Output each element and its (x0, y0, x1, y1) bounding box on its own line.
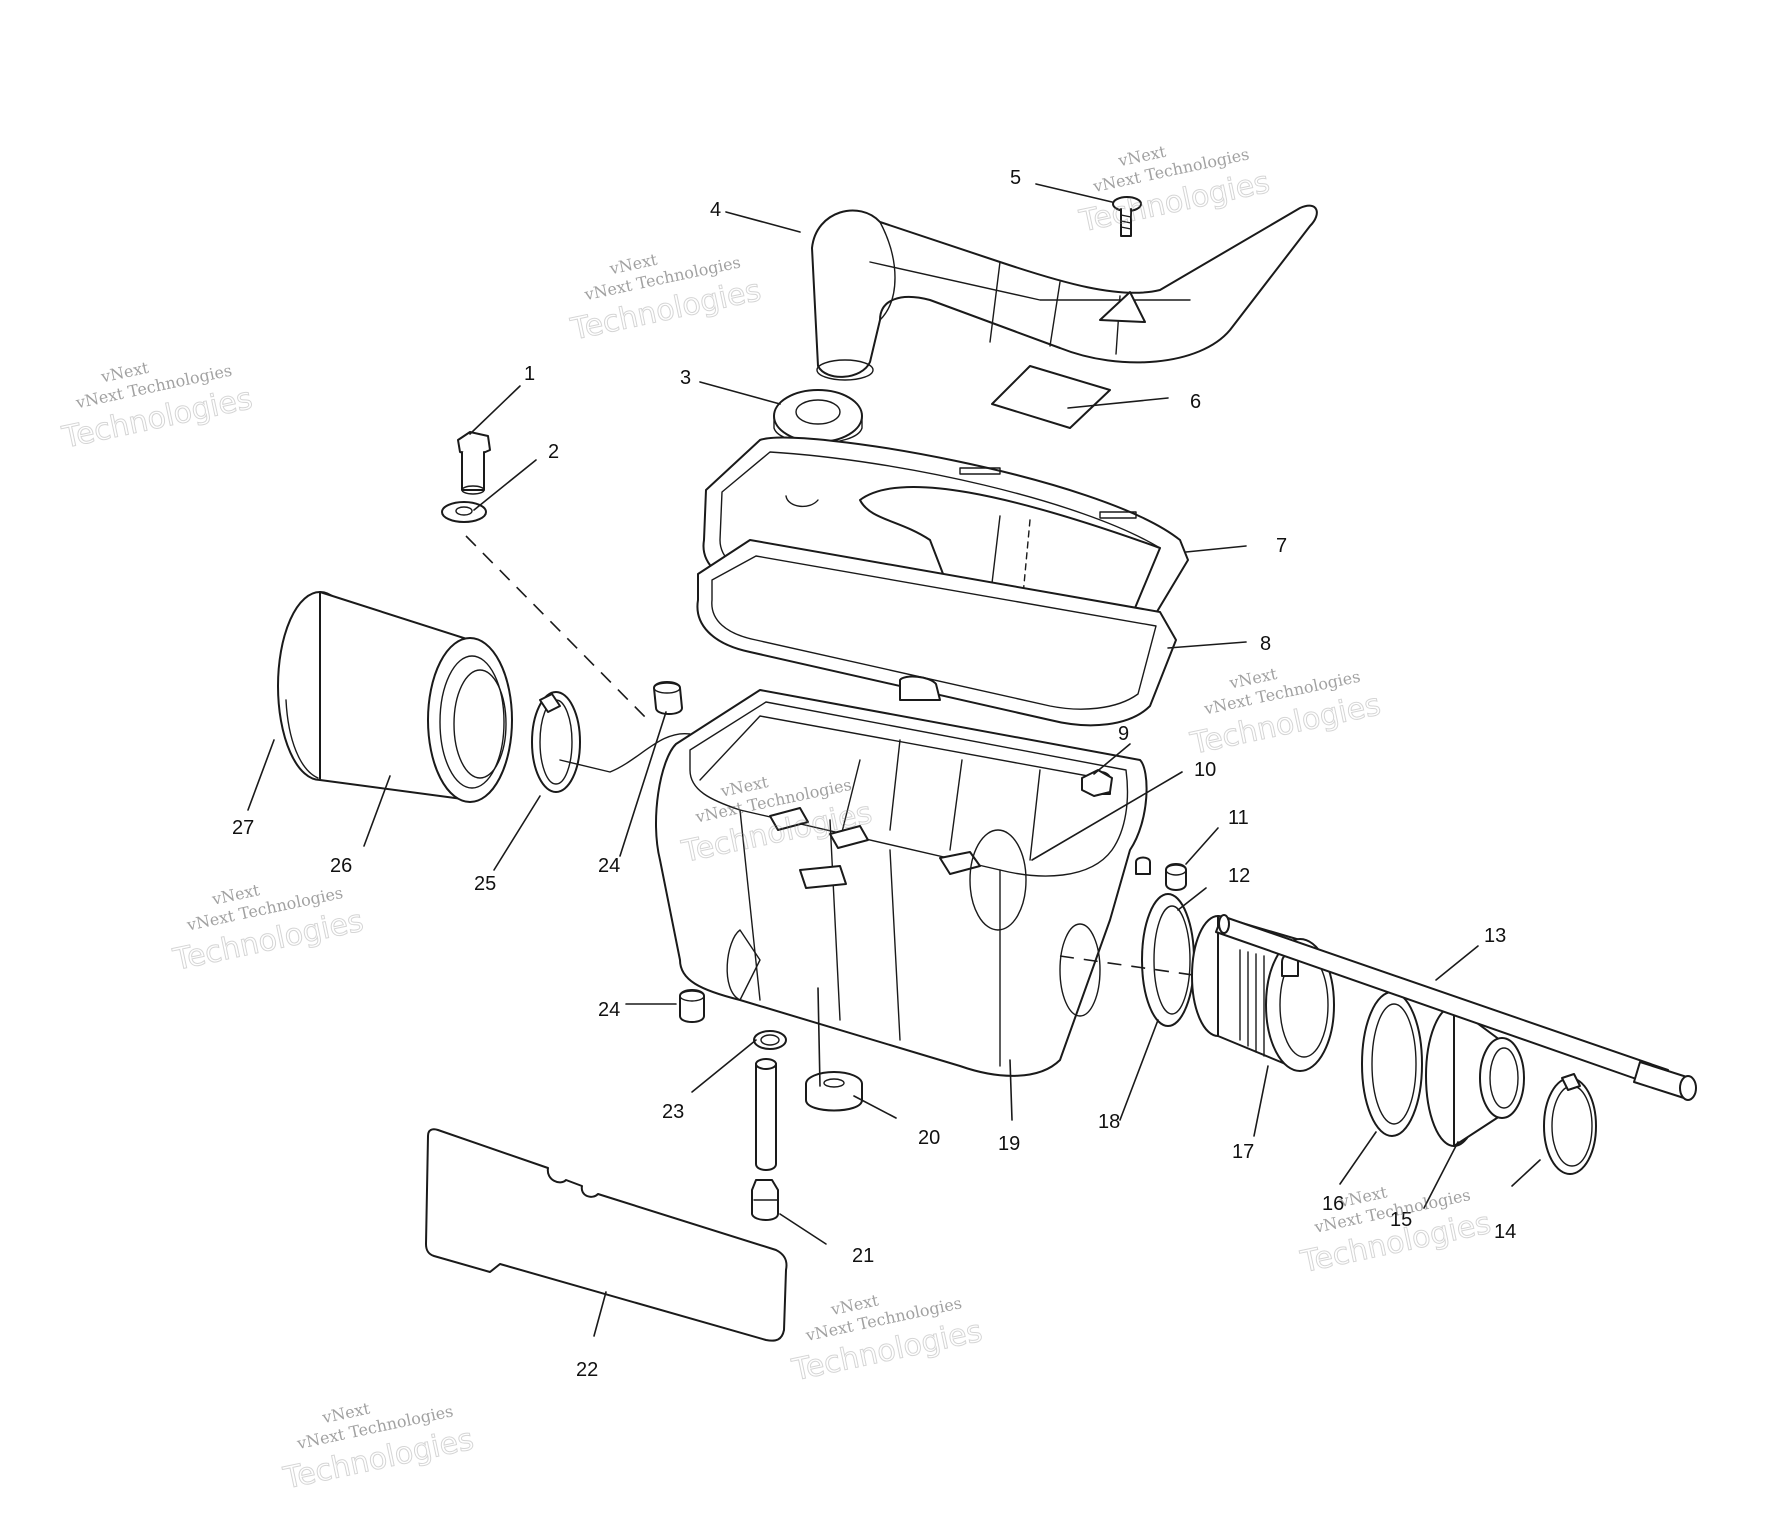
callout-8: 8 (1260, 633, 1271, 655)
part-18-gasket-ring (1141, 893, 1195, 1027)
part-25-clamp (531, 691, 581, 793)
connector-line (559, 733, 701, 773)
part-3-grommet (773, 389, 863, 444)
callout-24-lower: 24 (598, 999, 620, 1021)
callout-16: 16 (1322, 1193, 1344, 1215)
leader-lines (247, 183, 1541, 1337)
part-20-bushing (805, 1071, 863, 1112)
callout-1: 1 (524, 363, 535, 385)
callout-10: 10 (1194, 759, 1216, 781)
part-11-plug (1135, 856, 1187, 891)
callout-9: 9 (1118, 723, 1129, 745)
watermark: vNext vNext Technologies Technologies (279, 1399, 477, 1497)
part-14-clamp (1543, 1073, 1597, 1175)
part-26-air-filter (277, 591, 513, 803)
watermark: vNext vNext Technologies Technologies (58, 358, 256, 456)
callout-5: 5 (1010, 167, 1021, 189)
part-24-spacer-upper (653, 681, 683, 715)
callout-6: 6 (1190, 391, 1201, 413)
part-24-spacer-lower (679, 989, 705, 1023)
part-8-gasket (696, 539, 1177, 727)
callout-21: 21 (852, 1245, 874, 1267)
assembly-line-bolt (465, 535, 651, 723)
callout-27: 27 (232, 817, 254, 839)
callout-23: 23 (662, 1101, 684, 1123)
part-5-screw (1112, 196, 1142, 237)
callout-labels: 1 2 3 4 5 6 7 8 9 10 11 12 13 14 15 16 1… (232, 167, 1516, 1381)
callout-15: 15 (1390, 1209, 1412, 1231)
part-13-drain-tube (1215, 914, 1697, 1101)
callout-19: 19 (998, 1133, 1020, 1155)
part-21-drain-valve (751, 1058, 779, 1221)
callout-25: 25 (474, 873, 496, 895)
callout-17: 17 (1232, 1141, 1254, 1163)
watermark: vNext vNext Technologies Technologies (1186, 664, 1384, 762)
callout-22: 22 (576, 1359, 598, 1381)
callout-3: 3 (680, 367, 691, 389)
part-15-boot (1425, 1005, 1525, 1147)
part-22-panel (425, 1128, 788, 1342)
callout-2: 2 (548, 441, 559, 463)
part-19-airbox-body (655, 675, 1148, 1077)
callout-4: 4 (710, 199, 721, 221)
callout-24-upper: 24 (598, 855, 620, 877)
part-4-intake-duct (811, 204, 1318, 381)
callout-12: 12 (1228, 865, 1250, 887)
callout-14: 14 (1494, 1221, 1516, 1243)
callout-20: 20 (918, 1127, 940, 1149)
callout-7: 7 (1276, 535, 1287, 557)
watermark: vNext vNext Technologies Technologies (1075, 142, 1273, 240)
part-6-pad (991, 365, 1111, 429)
part-2-washer (441, 501, 487, 523)
watermark: vNext vNext Technologies Technologies (169, 880, 367, 978)
part-16-ring (1361, 991, 1423, 1137)
callout-13: 13 (1484, 925, 1506, 947)
watermark: vNext vNext Technologies Technologies (567, 250, 765, 348)
callout-26: 26 (330, 855, 352, 877)
callout-11: 11 (1228, 807, 1249, 829)
watermark: vNext vNext Technologies Technologies (788, 1290, 986, 1388)
callout-18: 18 (1098, 1111, 1120, 1133)
part-23-hose-clamp (753, 1030, 787, 1050)
part-1-bolt (457, 431, 491, 495)
